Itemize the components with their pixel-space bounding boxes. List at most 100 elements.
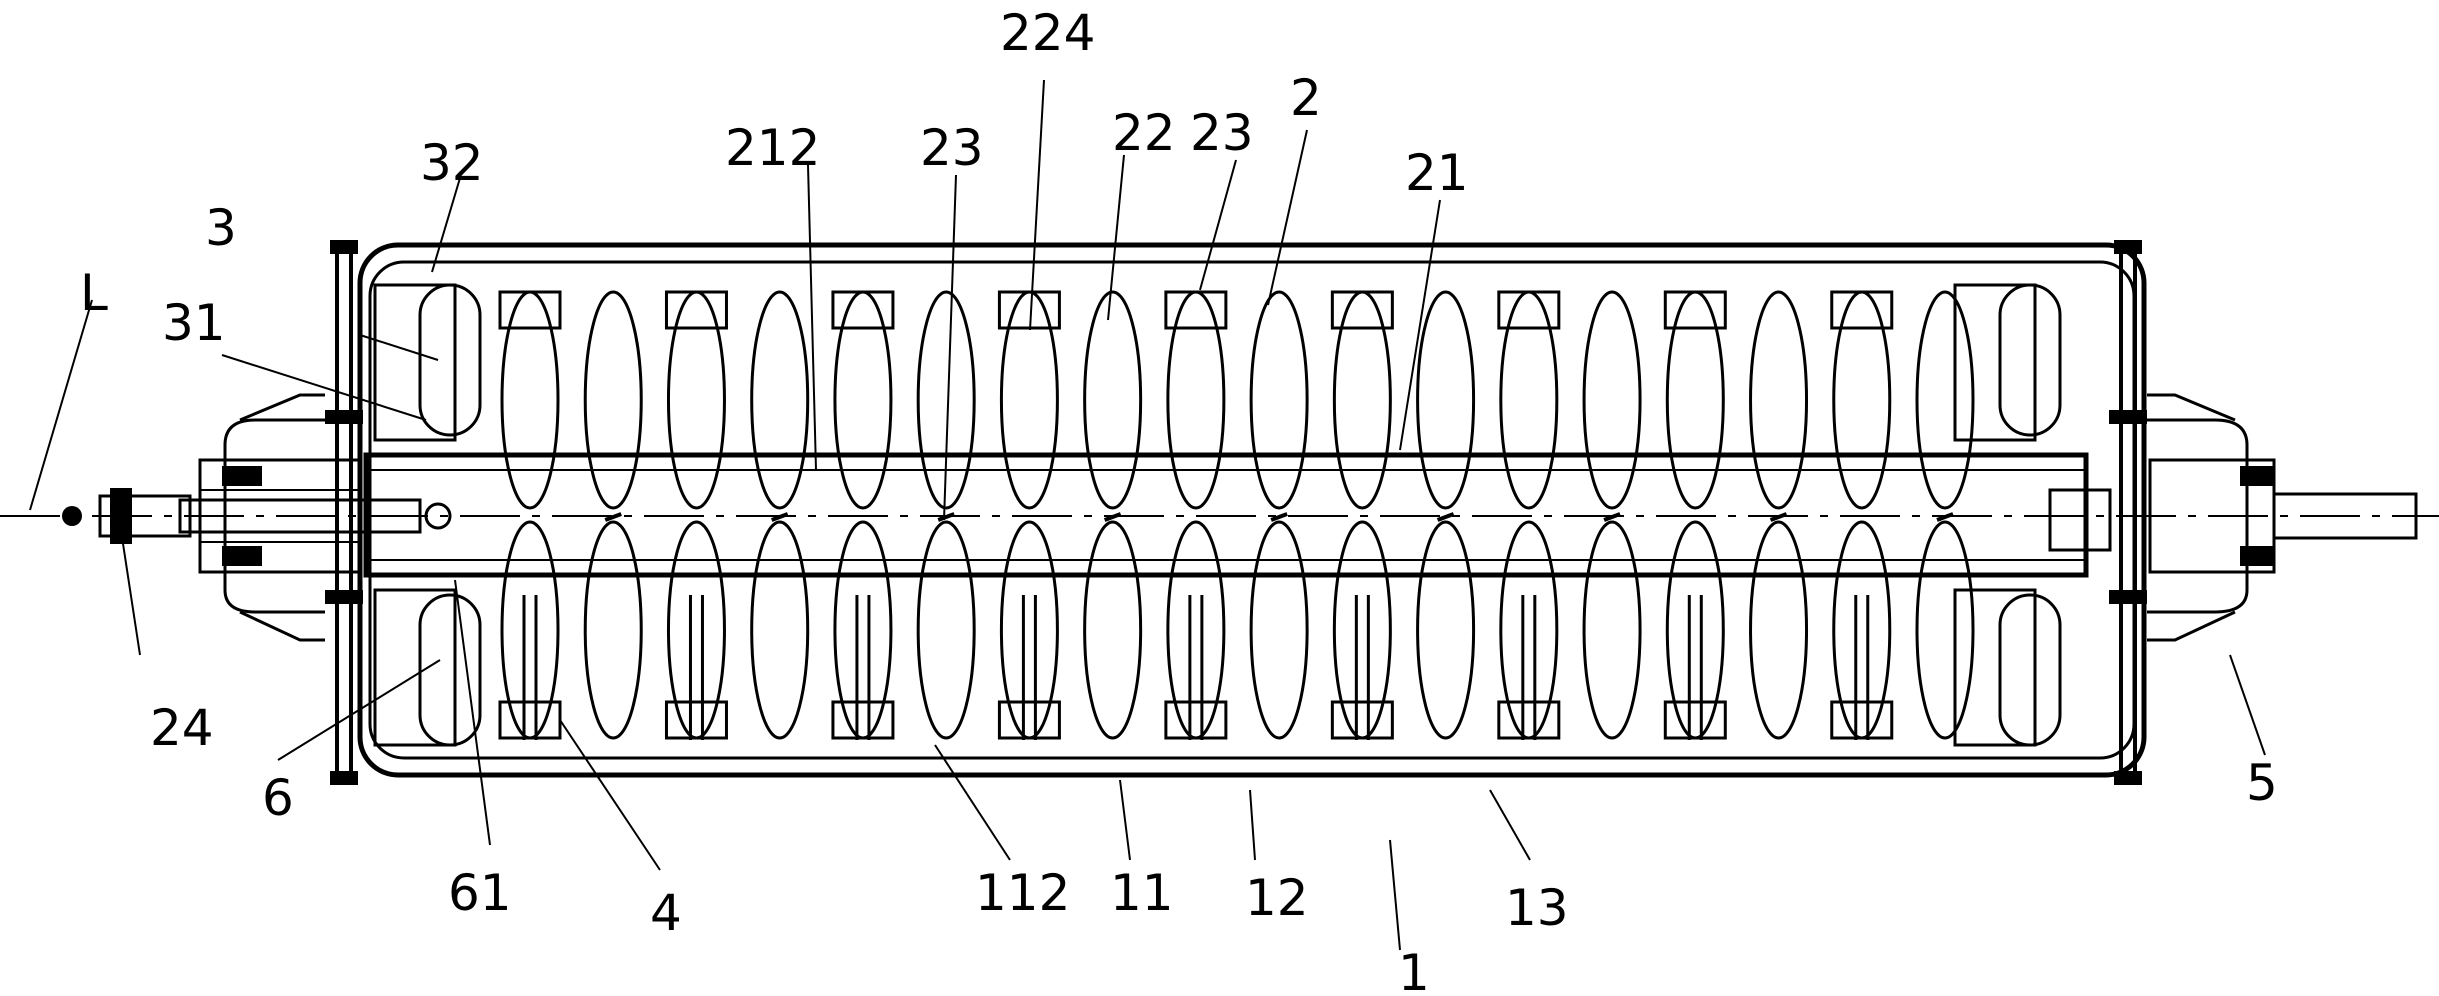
label-11: 11 — [1110, 864, 1174, 922]
label-23a: 23 — [920, 119, 984, 177]
disc-bottom — [750, 520, 810, 740]
scraper-bottom — [831, 700, 895, 740]
output-shaft — [2272, 492, 2418, 540]
disc-bottom — [1166, 520, 1226, 740]
disc-top — [1915, 290, 1975, 510]
label-22: 22 — [1112, 104, 1176, 162]
label-L: L — [80, 264, 108, 322]
label-24: 24 — [150, 699, 214, 757]
shaft-mark — [1103, 512, 1122, 522]
disc-top — [500, 290, 560, 510]
disc-bottom — [1832, 520, 1892, 740]
left-top-end-block — [373, 283, 457, 442]
disc-top — [1166, 290, 1226, 510]
leader-lines — [29, 79, 2266, 951]
scraper-top — [1330, 290, 1394, 330]
right-bottom-end-block — [1953, 588, 2037, 747]
shaft-mark — [1936, 512, 1954, 522]
left-bearings — [198, 458, 362, 574]
left-top-end-ring — [418, 283, 482, 437]
rotary-joint — [62, 488, 452, 544]
left-support — [223, 418, 325, 614]
disc-bottom — [1915, 520, 1975, 740]
disc-top — [1249, 290, 1309, 510]
disc-bottom — [666, 520, 726, 740]
scraper-top — [831, 290, 895, 330]
left-flange — [325, 240, 363, 785]
scraper-top — [1164, 290, 1228, 330]
disc-bottom — [1416, 520, 1476, 740]
main-shaft — [363, 452, 2089, 578]
shaft-mark — [1603, 512, 1621, 522]
outer-housing — [357, 242, 2147, 778]
disc-bottom — [1582, 520, 1642, 740]
scraper-top — [664, 290, 728, 330]
disc-top — [1416, 290, 1476, 510]
scraper-bottom — [1830, 700, 1894, 740]
label-5: 5 — [2246, 754, 2278, 812]
label-1: 1 — [1398, 944, 1430, 996]
disc-top — [1083, 290, 1143, 510]
reference-labels: L 32 3 31 212 23 224 22 23 2 21 24 6 61 … — [80, 4, 2278, 996]
disc-top — [750, 290, 810, 510]
right-flange — [2109, 240, 2147, 785]
label-6: 6 — [262, 769, 294, 827]
label-4: 4 — [650, 884, 682, 942]
shaft-mark — [604, 512, 622, 522]
disc-top — [666, 290, 726, 510]
label-224: 224 — [1000, 4, 1095, 62]
disc-top — [1332, 290, 1392, 510]
label-61: 61 — [448, 864, 512, 922]
label-31: 31 — [162, 294, 226, 352]
scraper-bottom — [1164, 700, 1228, 740]
right-top-end-ring — [1998, 283, 2062, 437]
disc-bottom — [1083, 520, 1143, 740]
disc-top — [1665, 290, 1725, 510]
disc-bottom — [833, 520, 893, 740]
disc-top — [916, 290, 976, 510]
label-2: 2 — [1290, 69, 1322, 127]
scraper-bottom — [997, 700, 1061, 740]
left-bottom-end-block — [373, 588, 457, 747]
label-112: 112 — [975, 864, 1070, 922]
label-23b: 23 — [1190, 104, 1254, 162]
scraper-top — [498, 290, 562, 330]
label-32: 32 — [420, 134, 484, 192]
disc-bottom — [583, 520, 643, 740]
shaft-mark — [1270, 512, 1288, 522]
scraper-top — [1830, 290, 1894, 330]
disc-top — [1582, 290, 1642, 510]
label-13: 13 — [1505, 879, 1569, 937]
label-212: 212 — [725, 119, 820, 177]
scraper-bottom — [1497, 700, 1561, 740]
label-12: 12 — [1245, 869, 1309, 927]
shaft-mark — [771, 512, 789, 522]
disc-bottom — [1499, 520, 1559, 740]
disc-bottom — [916, 520, 976, 740]
disc-top — [1749, 290, 1809, 510]
disc-bottom — [1249, 520, 1309, 740]
label-21: 21 — [1405, 144, 1469, 202]
scraper-top — [1663, 290, 1727, 330]
right-bottom-end-ring — [1998, 593, 2062, 747]
disc-top — [1499, 290, 1559, 510]
scraper-bottom — [1663, 700, 1727, 740]
label-3: 3 — [205, 199, 237, 257]
disc-top — [833, 290, 893, 510]
disc-bottom — [1332, 520, 1392, 740]
shaft-mark — [1436, 512, 1455, 522]
shaft-mark — [1769, 512, 1788, 522]
scraper-bottom — [664, 700, 728, 740]
right-top-end-block — [1953, 283, 2037, 442]
disc-bottom — [999, 520, 1059, 740]
disc-bottom — [1749, 520, 1809, 740]
heat-exchange-discs — [373, 283, 2062, 747]
scraper-bottom — [1330, 700, 1394, 740]
shaft-mark — [937, 512, 955, 522]
scraper-top — [1497, 290, 1561, 330]
disc-top — [583, 290, 643, 510]
left-bottom-end-ring — [418, 593, 482, 747]
disc-bottom — [1665, 520, 1725, 740]
disc-bottom — [500, 520, 560, 740]
